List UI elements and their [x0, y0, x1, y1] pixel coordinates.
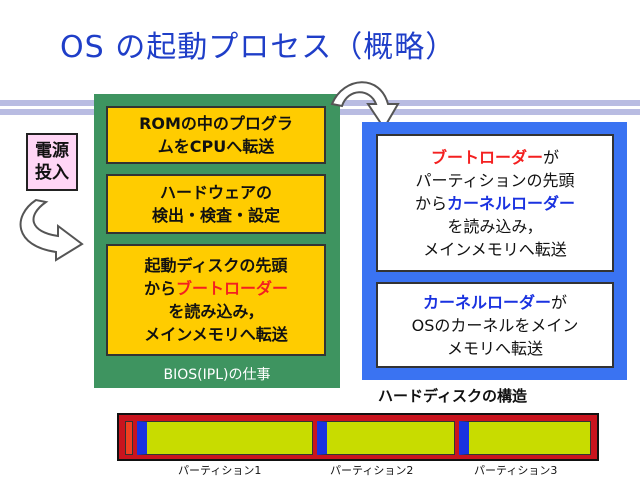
bios-step-hardware-line-1: ハードウェアの [159, 183, 272, 202]
partition-2-block [317, 421, 455, 455]
bios-panel: ROMの中のプログラ ムをCPUへ転送 ハードウェアの 検出・検査・設定 起動デ… [94, 94, 340, 388]
kernel-loader-note-ga: が [551, 292, 568, 312]
hard-disk-panel: ブートローダーが パーティションの先頭 からカーネルローダー を読み込み， メイ… [362, 122, 627, 380]
bios-step-hardware: ハードウェアの 検出・検査・設定 [106, 174, 326, 234]
partition-3-label: パーティション3 [474, 464, 558, 477]
partition-3-block [459, 421, 591, 455]
bootloader-note-line-1: ブートローダーが [431, 146, 559, 169]
hard-disk-diagram [117, 413, 599, 461]
bios-step-boot-disk-line-2: からブートローダー [144, 277, 288, 300]
hard-disk-structure-caption: ハードディスクの構造 [378, 387, 527, 405]
bootloader-note-line-2: パーティションの先頭 [415, 170, 575, 190]
bootloader-note-line-4: を読み込み， [447, 216, 543, 236]
bootloader-note: ブートローダーが パーティションの先頭 からカーネルローダー を読み込み， メイ… [376, 134, 614, 272]
bootloader-note-line-5: メインメモリへ転送 [423, 239, 567, 259]
bios-step-rom-line-1: ROMの中のプログラ [139, 114, 293, 133]
power-on-label-2: 投入 [35, 163, 69, 183]
bootloader-note-kernel-loader: カーネルローダー [447, 193, 576, 213]
bootloader-note-line-3: からカーネルローダー [415, 192, 575, 215]
partition-1-block [137, 421, 313, 455]
kernel-loader-note-line-1: カーネルローダーが [423, 291, 567, 314]
partition-1-label: パーティション1 [178, 464, 262, 477]
power-on-box: 電源 投入 [26, 133, 78, 191]
page-title: OS の起動プロセス（概略） [60, 30, 457, 65]
bios-step-rom: ROMの中のプログラ ムをCPUへ転送 [106, 106, 326, 164]
power-on-label-1: 電源 [35, 141, 69, 161]
bios-step-boot-disk-bootloader: ブートローダー [176, 279, 289, 298]
bios-step-boot-disk-from: から [143, 279, 176, 298]
bios-step-boot-disk-line-1: 起動ディスクの先頭 [144, 256, 288, 275]
mbr-block [125, 421, 133, 455]
curved-arrow-icon [19, 198, 84, 262]
bios-panel-label: BIOS(IPL)の仕事 [163, 367, 271, 383]
bios-step-boot-disk: 起動ディスクの先頭 からブートローダー を読み込み， メインメモリへ転送 [106, 244, 326, 356]
kernel-loader-note-kernel-loader: カーネルローダー [422, 292, 551, 312]
bios-step-hardware-line-2: 検出・検査・設定 [151, 206, 280, 225]
bootloader-note-ga: が [543, 147, 560, 167]
kernel-loader-note: カーネルローダーが OSのカーネルをメイン メモリへ転送 [376, 282, 614, 368]
curved-arrow-icon [330, 81, 400, 130]
bootloader-note-from: から [414, 193, 447, 213]
bios-step-boot-disk-line-4: メインメモリへ転送 [144, 325, 288, 344]
bios-step-boot-disk-line-3: を読み込み， [168, 302, 264, 321]
kernel-loader-note-line-2: OSのカーネルをメイン [411, 315, 579, 335]
bios-step-rom-line-2: ムをCPUへ転送 [157, 137, 275, 156]
bootloader-note-bootloader: ブートローダー [430, 147, 543, 167]
partition-2-label: パーティション2 [330, 464, 414, 477]
kernel-loader-note-line-3: メモリへ転送 [446, 338, 543, 358]
